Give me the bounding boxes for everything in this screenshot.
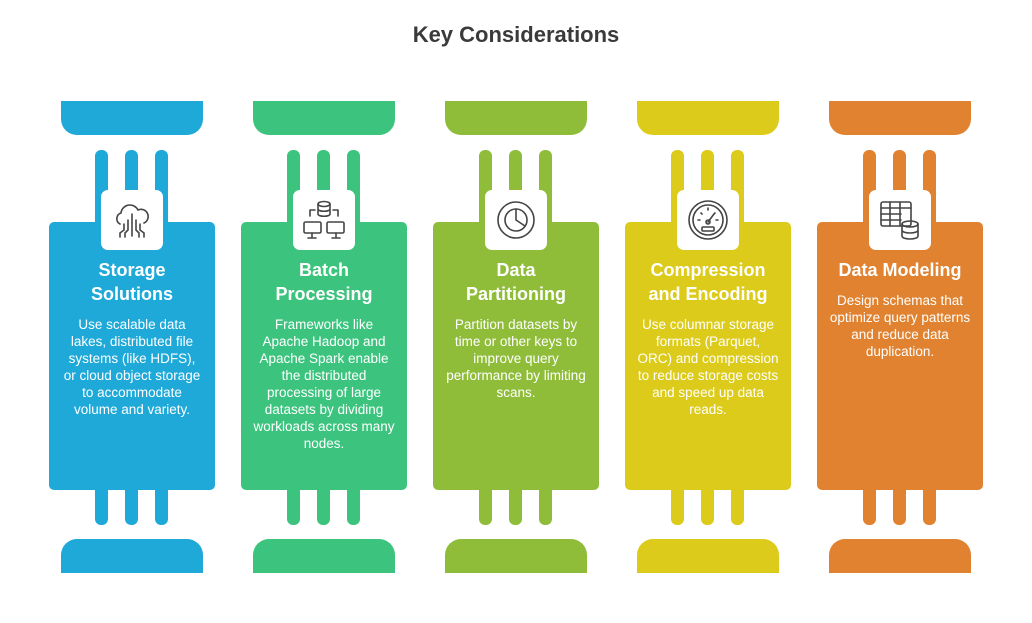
bottom-cap-decoration — [445, 539, 587, 573]
pillar-decoration — [155, 485, 168, 525]
card-heading: Storage Solutions — [91, 260, 173, 304]
column-compression-and-encoding: Compression and Encoding Use columnar st… — [625, 0, 791, 623]
card-data-modeling — [817, 222, 983, 490]
pillar-decoration — [479, 485, 492, 525]
card-description: Partition datasets by time or other keys… — [446, 317, 586, 400]
pillar-decoration — [893, 485, 906, 525]
card-batch-processing — [241, 222, 407, 490]
pillar-decoration — [317, 485, 330, 525]
bottom-cap-decoration — [829, 539, 971, 573]
pie-chart-icon — [485, 190, 547, 250]
pillar-decoration — [95, 485, 108, 525]
top-cap-decoration — [829, 101, 971, 135]
card-description: Use scalable data lakes, distributed fil… — [63, 317, 201, 417]
card-storage-solutions — [49, 222, 215, 490]
page-title: Key Considerations — [412, 22, 620, 47]
pillar-decoration — [539, 485, 552, 525]
bottom-cap-decoration — [61, 539, 203, 573]
card-description: Use columnar storage formats (Parquet, O… — [637, 317, 779, 417]
pillar-decoration — [701, 485, 714, 525]
column-data-partitioning: Data Partitioning Partition datasets by … — [433, 0, 599, 623]
card-heading: Compression and Encoding — [648, 260, 768, 304]
gauge-icon — [677, 190, 739, 250]
card-heading: Data Modeling — [838, 260, 962, 280]
table-database-icon — [869, 190, 931, 250]
card-heading: Data Partitioning — [466, 260, 566, 304]
pillar-decoration — [923, 485, 936, 525]
column-storage-solutions: Storage Solutions Use scalable data lake… — [49, 0, 215, 623]
top-cap-decoration — [445, 101, 587, 135]
column-batch-processing: Batch Processing Frameworks like Apache … — [241, 0, 407, 623]
top-cap-decoration — [61, 101, 203, 135]
pillar-decoration — [671, 485, 684, 525]
bottom-cap-decoration — [253, 539, 395, 573]
pillar-decoration — [509, 485, 522, 525]
pillar-decoration — [287, 485, 300, 525]
top-cap-decoration — [637, 101, 779, 135]
card-data-partitioning — [433, 222, 599, 490]
database-network-icon — [293, 190, 355, 250]
card-compression-and-encoding — [625, 222, 791, 490]
pillar-decoration — [125, 485, 138, 525]
bottom-cap-decoration — [637, 539, 779, 573]
top-cap-decoration — [253, 101, 395, 135]
column-data-modeling: Data Modeling Design schemas that optimi… — [817, 0, 983, 623]
pillar-decoration — [863, 485, 876, 525]
card-description: Frameworks like Apache Hadoop and Apache… — [253, 317, 395, 451]
pillar-decoration — [731, 485, 744, 525]
card-description: Design schemas that optimize query patte… — [829, 293, 971, 359]
pillar-decoration — [347, 485, 360, 525]
cloud-circuit-icon — [101, 190, 163, 250]
card-heading: Batch Processing — [275, 260, 373, 304]
